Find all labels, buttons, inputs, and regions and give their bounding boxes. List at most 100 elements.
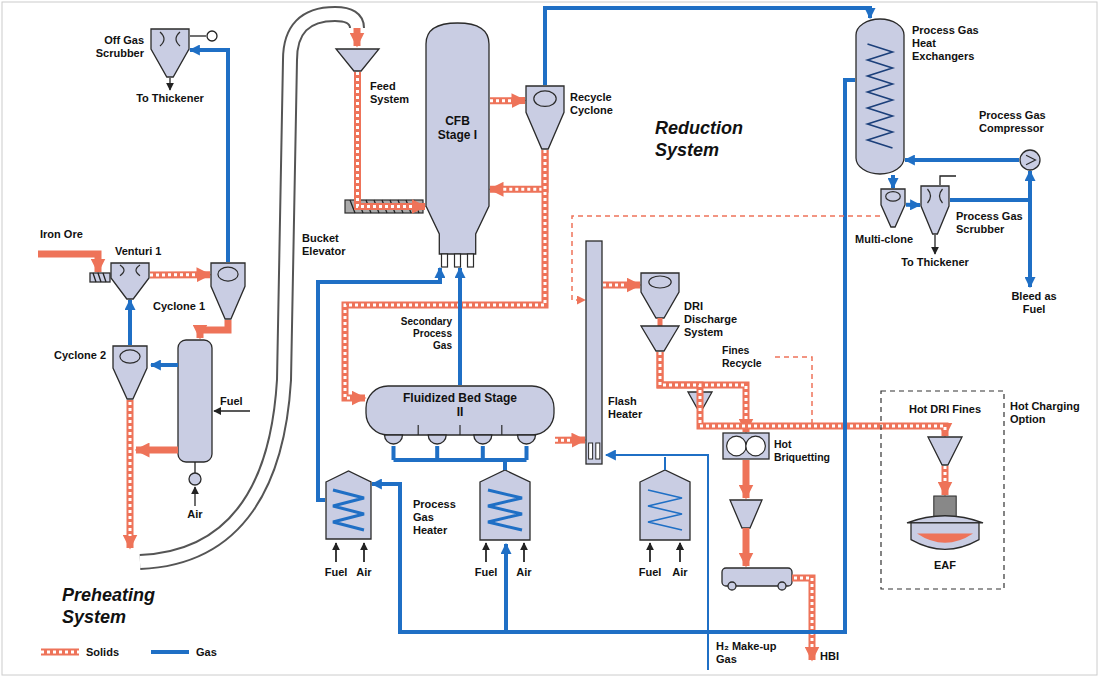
cfb-reactor: CFB Stage I — [425, 22, 490, 268]
equipment-label: Cyclone 1 — [153, 300, 205, 313]
utility-label: Air — [180, 508, 210, 521]
solids-line-hatch — [944, 466, 947, 482]
solids-line-hatch — [358, 72, 413, 207]
flash-heater: Flash Heater — [585, 240, 603, 465]
solids-line — [660, 352, 945, 436]
utility-label: Air — [668, 566, 692, 579]
equipment-label: Feed System — [370, 80, 422, 106]
equipment-label: Cyclone 2 — [50, 349, 106, 362]
equipment-outline — [325, 470, 372, 540]
equipment-outline — [920, 185, 950, 235]
gas-line — [318, 268, 440, 500]
option-box: Hot Charging OptionHot DRI FinesEAF — [880, 390, 1005, 590]
gas-line — [545, 8, 870, 85]
briquetting-press: Hot Briquetting — [722, 432, 770, 460]
solids-line — [490, 100, 525, 101]
gas-line — [318, 268, 440, 500]
equipment-label: Hot DRI Fines — [895, 403, 995, 416]
equipment-outline — [525, 85, 565, 150]
equipment-label: Venturi 1 — [115, 245, 175, 258]
equipment-outline — [110, 262, 150, 300]
gas-line — [906, 204, 920, 205]
solids-line-hatch — [490, 99, 512, 102]
solids-line — [555, 437, 585, 444]
equipment-outline — [880, 188, 906, 228]
outlet-label: To Thickener — [895, 256, 975, 269]
gas-line — [950, 171, 1030, 200]
venturi: Venturi 1 — [110, 262, 150, 300]
solids-line — [150, 274, 210, 275]
gas-line — [190, 50, 228, 262]
fluidized-bed: Fluidized Bed Stage II — [365, 385, 555, 450]
equipment-label: Process Gas Heat Exchangers — [912, 24, 992, 64]
equipment-label: Process Gas Compressor — [979, 109, 1065, 135]
solids-line — [572, 216, 880, 300]
gas-line — [460, 268, 461, 385]
scrubber: Off Gas Scrubber — [150, 28, 190, 78]
fines-recycle-line — [775, 357, 812, 423]
equipment-label: Hot Charging Option — [1010, 400, 1094, 426]
utility-label: Fuel — [635, 566, 665, 579]
equipment-outline — [112, 345, 148, 400]
solids-line — [945, 466, 946, 495]
equipment-label: EAF — [905, 559, 985, 572]
equipment-outline — [1019, 149, 1041, 171]
gas-line — [905, 158, 1019, 162]
scrubber: Process Gas Scrubber — [920, 185, 950, 235]
equipment-label: DRI Discharge System — [684, 300, 746, 340]
stream-label: Secondary Process Gas — [394, 316, 452, 352]
outlet-label: Bleed as Fuel — [1003, 290, 1065, 316]
solids-line — [358, 72, 426, 207]
equipment-label: Multi-clone — [855, 233, 919, 246]
equipment-label: Flash Heater — [608, 395, 654, 421]
legend-sample — [150, 646, 190, 658]
legend-text: Solids — [86, 646, 119, 658]
gas-line — [128, 300, 132, 345]
cyclone: Recycle Cyclone — [525, 85, 565, 150]
legend-text: Gas — [196, 646, 217, 658]
cyclone: Cyclone 2 — [112, 345, 148, 400]
solids-line — [490, 150, 545, 189]
equipment-outline — [585, 240, 603, 465]
feed-label: Iron Ore — [40, 228, 100, 241]
solids-line — [603, 282, 640, 289]
feed-hopper: Feed System — [335, 48, 380, 72]
solids-line-hatch — [503, 150, 545, 189]
utility-label: Air — [512, 566, 536, 579]
equipment-outline — [150, 28, 190, 78]
gas-heater: Process Gas Heater — [325, 470, 372, 540]
heat-exchanger: Process Gas Heat Exchangers — [855, 18, 905, 175]
legend-sample — [40, 646, 80, 658]
equipment-label: CFB Stage I — [429, 114, 486, 143]
gas-line — [458, 268, 462, 385]
solids-line — [660, 352, 945, 436]
solids-line — [603, 285, 640, 286]
equipment-outline — [722, 432, 770, 460]
equipment-outline — [927, 436, 963, 466]
equipment-label: Bucket Elevator — [302, 232, 358, 258]
process-gas-heaters — [336, 446, 690, 632]
preheat-furnace — [130, 320, 250, 548]
solids-line — [572, 216, 880, 300]
utility-label: Fuel — [220, 395, 250, 408]
gas-line — [950, 171, 1030, 200]
gas-line — [130, 300, 131, 345]
stream-label: Fines Recycle — [722, 344, 778, 369]
equipment-label: Process Gas Heater — [413, 498, 465, 538]
legend-entry: Gas — [150, 646, 217, 658]
solids-line-hatch — [150, 273, 197, 276]
equipment-outline — [855, 18, 905, 175]
arc-furnace: EAF — [905, 495, 985, 557]
utility-label: Air — [352, 566, 376, 579]
compressor: Process Gas Compressor — [1019, 149, 1041, 171]
discharge-system: DRI Discharge System — [640, 272, 680, 352]
solids-line — [150, 271, 210, 278]
outlet-label: To Thickener — [125, 92, 215, 105]
equipment-outline — [640, 272, 680, 352]
gas-line — [893, 175, 894, 188]
solids-line-hatch — [603, 284, 627, 287]
utility-label: Fuel — [471, 566, 501, 579]
legend-entry: Solids — [40, 646, 119, 658]
utility-label: Fuel — [321, 566, 351, 579]
